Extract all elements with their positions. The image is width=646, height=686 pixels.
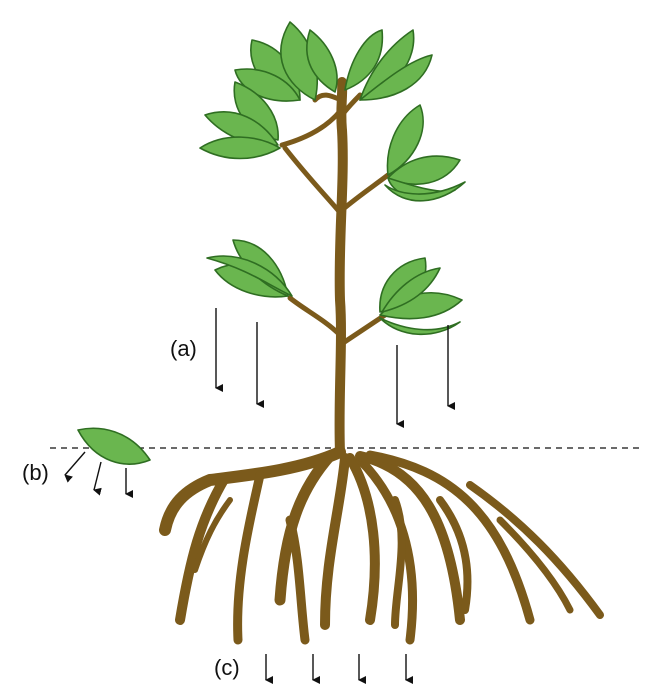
leaves (78, 22, 465, 464)
label-b: (b) (22, 462, 49, 484)
label-a: (a) (170, 338, 197, 360)
arrow-b-2 (94, 462, 101, 490)
root-system (165, 452, 600, 640)
stem (282, 82, 388, 452)
arrows-c (266, 654, 406, 680)
label-c: (c) (214, 657, 240, 679)
arrow-b-1 (65, 452, 85, 475)
